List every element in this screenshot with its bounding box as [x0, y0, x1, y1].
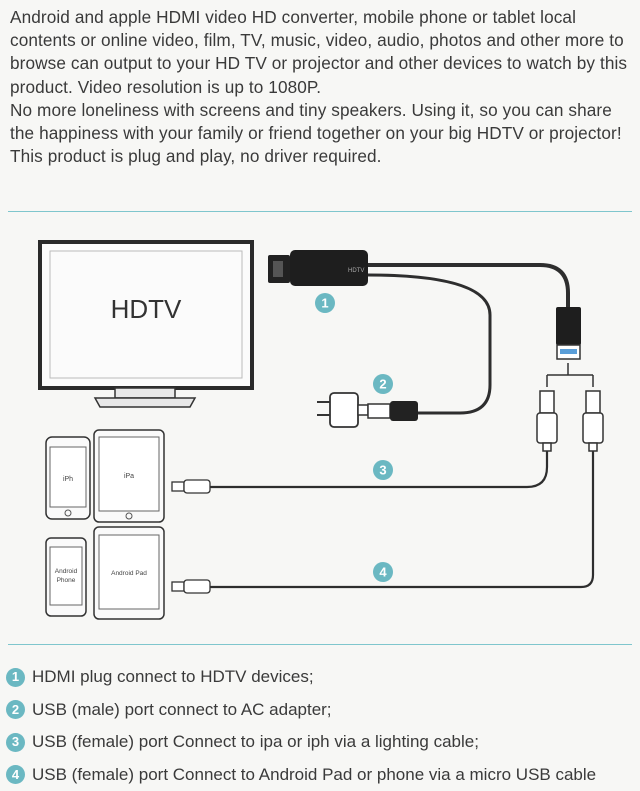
hdmi-plug: HDTV: [268, 250, 368, 286]
hdtv-label: HDTV: [111, 294, 182, 324]
legend: 1 HDMI plug connect to HDTV devices; 2 U…: [6, 661, 640, 791]
android-phone-label-1: Android: [55, 568, 78, 575]
top-divider: [8, 211, 632, 212]
legend-item-3: 3 USB (female) port Connect to ipa or ip…: [6, 726, 640, 759]
usb-male-to-adapter: [368, 401, 418, 421]
intro-text: Android and apple HDMI video HD converte…: [10, 6, 635, 168]
legend-text: USB (female) port Connect to ipa or iph …: [32, 726, 479, 759]
legend-item-1: 1 HDMI plug connect to HDTV devices;: [6, 661, 640, 694]
svg-text:2: 2: [379, 377, 386, 392]
connection-diagram: HDTV HDTV: [0, 215, 640, 635]
legend-text: HDMI plug connect to HDTV devices;: [32, 661, 314, 694]
legend-badge: 2: [6, 700, 25, 719]
hdtv-screen: HDTV: [40, 242, 252, 407]
marker-2: 2: [373, 374, 393, 394]
cables: [210, 265, 593, 587]
legend-item-2: 2 USB (male) port connect to AC adapter;: [6, 694, 640, 727]
legend-text: USB (female) port Connect to Android Pad…: [32, 759, 596, 791]
usb-female-port: [556, 307, 581, 359]
legend-text: USB (male) port connect to AC adapter;: [32, 694, 332, 727]
svg-text:1: 1: [321, 296, 328, 311]
iph-label: iPh: [63, 476, 73, 483]
usb-split-bracket: [547, 363, 593, 387]
intro-paragraph-3: This product is plug and play, no driver…: [10, 145, 635, 168]
android-pad-label: Android Pad: [111, 570, 147, 577]
android-phone-device: Android Phone: [46, 538, 86, 616]
usb-male-plug-right: [583, 391, 603, 451]
legend-item-4: 4 USB (female) port Connect to Android P…: [6, 759, 640, 791]
lightning-plug: [172, 480, 210, 493]
bottom-divider: [8, 644, 632, 645]
iphone-device: iPh: [46, 437, 90, 519]
legend-badge: 3: [6, 733, 25, 752]
marker-4: 4: [373, 562, 393, 582]
micro-usb-plug: [172, 580, 210, 593]
svg-text:4: 4: [379, 565, 387, 580]
legend-badge: 1: [6, 668, 25, 687]
svg-text:3: 3: [379, 463, 386, 478]
marker-1: 1: [315, 293, 335, 313]
ipa-label: iPa: [124, 473, 134, 480]
android-pad-device: Android Pad: [94, 527, 164, 619]
intro-paragraph-1: Android and apple HDMI video HD converte…: [10, 6, 635, 99]
marker-3: 3: [373, 460, 393, 480]
android-phone-label-2: Phone: [57, 577, 76, 584]
ipad-device: iPa: [94, 430, 164, 522]
intro-paragraph-2: No more loneliness with screens and tiny…: [10, 99, 635, 145]
usb-male-plug-left: [537, 391, 557, 451]
dongle-label: HDTV: [348, 268, 364, 274]
legend-badge: 4: [6, 765, 25, 784]
ac-adapter: [317, 393, 368, 427]
